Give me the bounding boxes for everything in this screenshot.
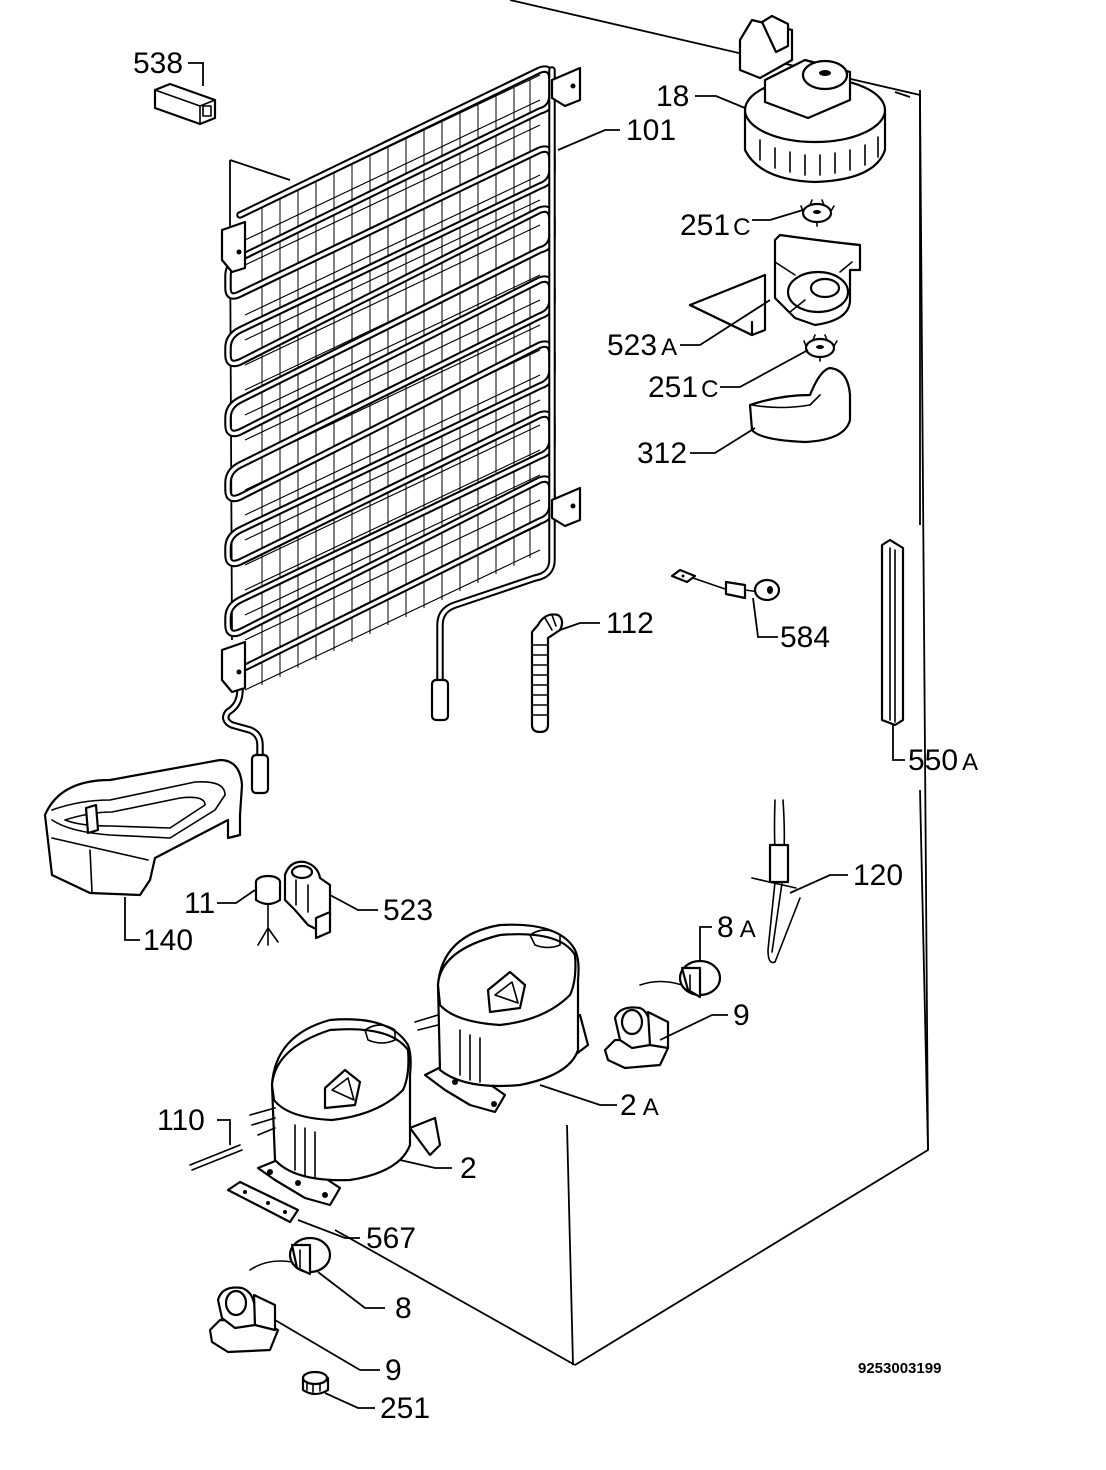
callout-18: 18 <box>656 80 689 113</box>
part-18-fan-motor <box>738 14 887 184</box>
callout-11: 11 <box>184 887 215 920</box>
part-312-fan-shroud <box>748 366 852 444</box>
callout-2: 2 <box>460 1152 477 1185</box>
document-number: 9253003199 <box>858 1360 941 1377</box>
part-9-relay-clip-bottom <box>208 1286 280 1354</box>
part-251-grommet <box>301 1370 330 1396</box>
part-8-overload-protector <box>249 1236 332 1276</box>
part-11-filter-drier <box>254 874 282 946</box>
part-2a-compressor <box>414 923 590 1114</box>
condenser-mounting-brackets <box>220 66 582 694</box>
part-120-heater-wire <box>751 799 801 964</box>
callout-8: 8 <box>395 1292 412 1325</box>
part-110-process-tube <box>189 1144 243 1171</box>
callout-251: 251 <box>380 1392 430 1425</box>
condenser-coil <box>220 65 582 795</box>
part-2-compressor <box>249 1018 442 1207</box>
callout-9-bottom: 9 <box>385 1354 402 1387</box>
callout-101: 101 <box>626 114 676 147</box>
callout-112: 112 <box>606 607 654 640</box>
callout-120: 120 <box>853 859 903 892</box>
part-9-relay-clip-top <box>603 1006 670 1070</box>
part-8a-overload-protector <box>639 959 722 999</box>
part-538-clip <box>153 82 217 126</box>
callout-538: 538 <box>133 47 183 80</box>
callout-leader-lines <box>124 62 905 1409</box>
part-251c-nut-mid <box>803 334 838 362</box>
callout-567: 567 <box>366 1222 416 1255</box>
part-251c-nut-top <box>800 199 835 227</box>
part-567-mounting-plate <box>226 1180 300 1224</box>
part-584-temperature-sensor <box>670 568 781 602</box>
part-140-evaporation-tray <box>43 758 244 897</box>
part-523-relay-bracket <box>283 860 332 940</box>
part-523a-fan-bracket <box>688 233 862 337</box>
callout-523: 523 <box>383 894 433 927</box>
callout-140: 140 <box>143 924 193 957</box>
part-550a-sealing-strip <box>880 538 905 727</box>
callout-9-top: 9 <box>733 999 750 1032</box>
callout-110: 110 <box>157 1104 205 1137</box>
callout-312: 312 <box>637 437 687 470</box>
callout-584: 584 <box>780 621 830 654</box>
part-112-drain-hose <box>530 613 564 734</box>
